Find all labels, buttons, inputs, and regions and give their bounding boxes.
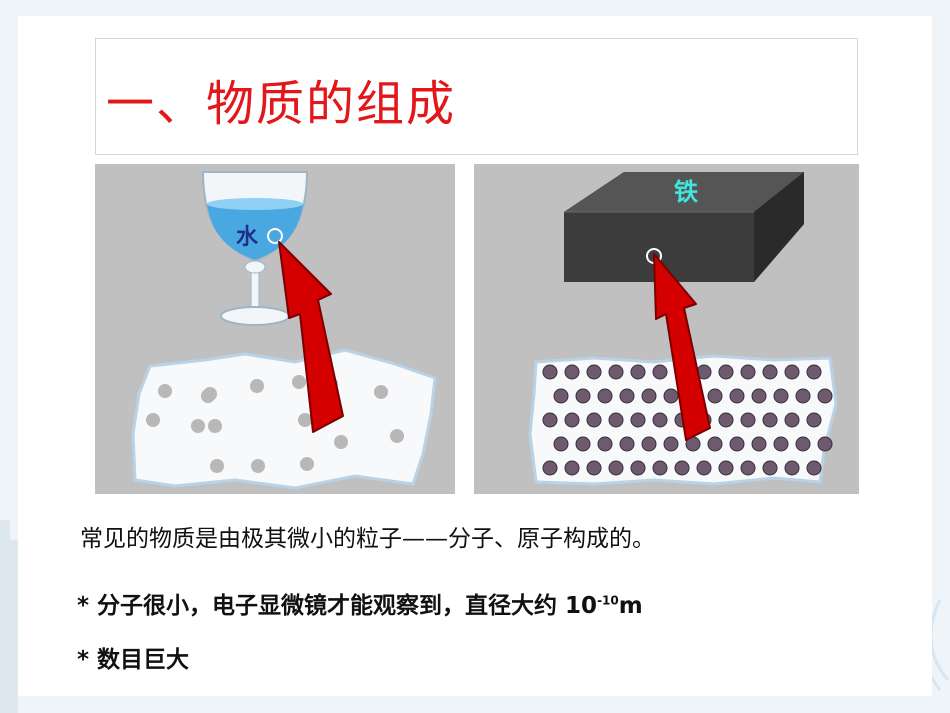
- molecule: [390, 429, 404, 443]
- title-box: 一、物质的组成: [95, 38, 858, 155]
- atom: [707, 436, 723, 452]
- atom: [564, 412, 580, 428]
- molecule: [191, 419, 205, 433]
- atom: [784, 412, 800, 428]
- unit: m: [618, 593, 643, 619]
- atom: [619, 388, 635, 404]
- water-molecule-blob: [131, 348, 437, 490]
- atom: [542, 364, 558, 380]
- molecule: [298, 413, 312, 427]
- atom: [784, 364, 800, 380]
- molecule: [158, 384, 172, 398]
- water-label: 水: [236, 224, 259, 250]
- atom: [674, 460, 690, 476]
- atom: [553, 436, 569, 452]
- atom: [564, 460, 580, 476]
- atom: [817, 388, 833, 404]
- iron-atoms: [542, 364, 833, 476]
- atom: [718, 364, 734, 380]
- bullet-size-text: * 分子很小，电子显微镜才能观察到，直径大约 10: [77, 593, 598, 619]
- atom: [740, 364, 756, 380]
- water-illustration: 水: [95, 164, 455, 494]
- atom: [564, 364, 580, 380]
- atom: [608, 364, 624, 380]
- slide-title: 一、物质的组成: [106, 76, 457, 132]
- atom: [608, 412, 624, 428]
- atom: [696, 460, 712, 476]
- atom: [597, 388, 613, 404]
- atom: [542, 412, 558, 428]
- atom: [597, 436, 613, 452]
- atom: [806, 364, 822, 380]
- atom: [652, 460, 668, 476]
- atom: [729, 436, 745, 452]
- atom: [740, 460, 756, 476]
- atom: [608, 460, 624, 476]
- atom: [663, 436, 679, 452]
- atom: [652, 412, 668, 428]
- arrow-icon: [278, 241, 344, 433]
- molecule: [250, 379, 264, 393]
- atom: [806, 460, 822, 476]
- atom: [586, 412, 602, 428]
- atom: [630, 460, 646, 476]
- atom: [751, 436, 767, 452]
- molecule: [208, 419, 222, 433]
- atom: [784, 460, 800, 476]
- atom: [773, 388, 789, 404]
- atom: [619, 436, 635, 452]
- atom: [806, 412, 822, 428]
- molecule: [201, 389, 215, 403]
- atom: [630, 412, 646, 428]
- atom: [718, 460, 734, 476]
- molecule: [374, 385, 388, 399]
- bullet-size: * 分子很小，电子显微镜才能观察到，直径大约 10-10m: [77, 586, 643, 620]
- atom: [751, 388, 767, 404]
- atom: [817, 436, 833, 452]
- atom: [718, 412, 734, 428]
- molecule: [146, 413, 160, 427]
- atom: [795, 436, 811, 452]
- atom: [641, 388, 657, 404]
- atom: [762, 460, 778, 476]
- iron-illustration: 铁: [474, 164, 859, 494]
- molecule: [334, 435, 348, 449]
- atom: [553, 388, 569, 404]
- background-cityscape: [0, 520, 18, 713]
- focus-circle: [267, 228, 283, 244]
- atom: [707, 388, 723, 404]
- slide-caption: 常见的物质是由极其微小的粒子——分子、原子构成的。: [80, 526, 655, 552]
- atom: [575, 388, 591, 404]
- iron-label: 铁: [674, 177, 698, 206]
- atom: [542, 460, 558, 476]
- atom: [641, 436, 657, 452]
- atom: [652, 364, 668, 380]
- atom: [630, 364, 646, 380]
- molecule: [251, 459, 265, 473]
- bullet-count: * 数目巨大: [77, 647, 190, 673]
- molecule: [210, 459, 224, 473]
- atom: [586, 364, 602, 380]
- atom: [575, 436, 591, 452]
- atom: [586, 460, 602, 476]
- molecule: [300, 457, 314, 471]
- arrow-icon: [653, 253, 711, 441]
- molecule: [292, 375, 306, 389]
- atom: [740, 412, 756, 428]
- atom: [762, 412, 778, 428]
- atom: [773, 436, 789, 452]
- exponent: -10: [597, 593, 619, 608]
- atom: [663, 388, 679, 404]
- iron-block-icon: [564, 172, 804, 282]
- atom: [795, 388, 811, 404]
- atom: [729, 388, 745, 404]
- atom: [762, 364, 778, 380]
